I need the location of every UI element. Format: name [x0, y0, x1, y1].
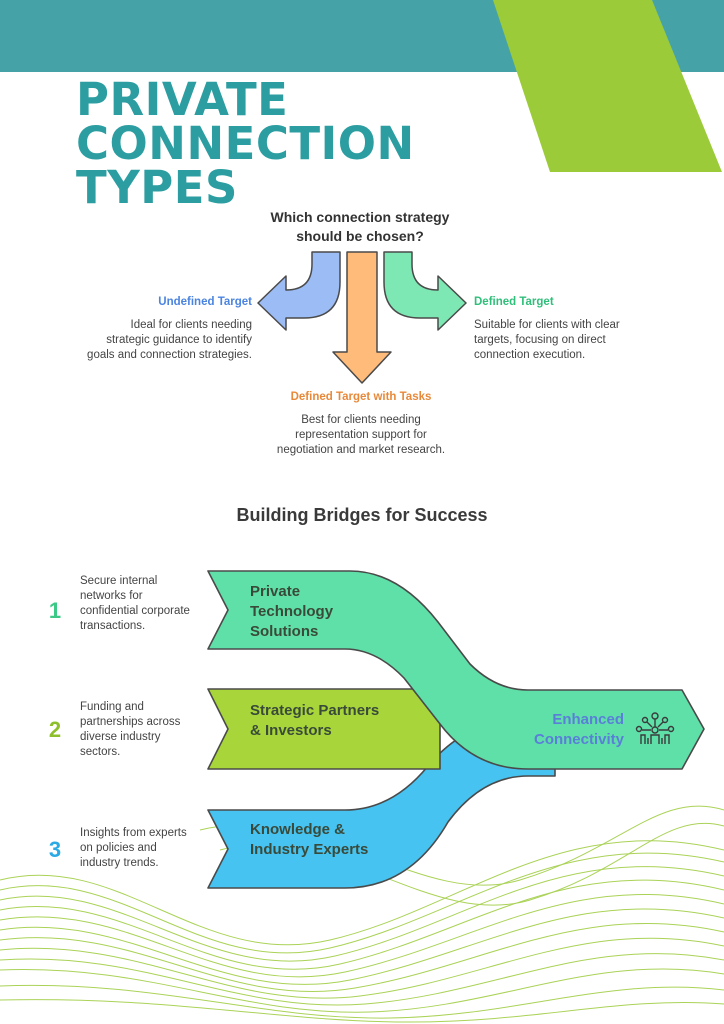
band-label-strategic-partners: Strategic Partners & Investors [250, 702, 380, 739]
step-number-2: 2 [48, 717, 62, 742]
band-label-private-technology: Private Technology Solutions [250, 583, 334, 640]
page-title: PRIVATE CONNECTION TYPES [76, 73, 496, 214]
band-blue [207, 717, 556, 889]
step-desc-3: Insights from experts on policies and in… [80, 827, 187, 869]
strategy-arrows [257, 251, 467, 384]
undefined-target-title: Undefined Target [158, 296, 252, 308]
section-title: Building Bridges for Success [236, 505, 488, 525]
bridges-diagram [207, 570, 705, 889]
step-desc-1: Secure internal networks for confidentia… [80, 575, 190, 632]
step-number-3: 3 [48, 837, 62, 862]
network-people-icon [635, 712, 675, 744]
band-green [207, 570, 705, 770]
undefined-target-desc: Ideal for clients needing strategic guid… [87, 319, 252, 361]
target-label-enhanced-connectivity: Enhanced Connectivity [533, 711, 624, 748]
defined-target-arrow [383, 251, 467, 331]
tasks-target-desc: Best for clients needing representation … [276, 414, 446, 456]
defined-target-desc: Suitable for clients with clear targets,… [474, 319, 620, 361]
decorative-green-parallelogram [493, 0, 722, 172]
undefined-target-arrow [257, 251, 341, 331]
defined-target-tasks-arrow [332, 251, 392, 384]
title-line-1: PRIVATE [76, 73, 289, 126]
decision-question: Which connection strategy should be chos… [270, 209, 450, 244]
title-line-2: CONNECTION [76, 117, 415, 170]
tasks-target-title: Defined Target with Tasks [290, 391, 432, 403]
band-lime [207, 688, 441, 770]
step-number-1: 1 [48, 598, 62, 623]
title-line-3: TYPES [76, 161, 238, 214]
band-label-knowledge-experts: Knowledge & Industry Experts [250, 821, 369, 858]
step-desc-2: Funding and partnerships across diverse … [80, 701, 181, 758]
defined-target-title: Defined Target [474, 296, 554, 308]
